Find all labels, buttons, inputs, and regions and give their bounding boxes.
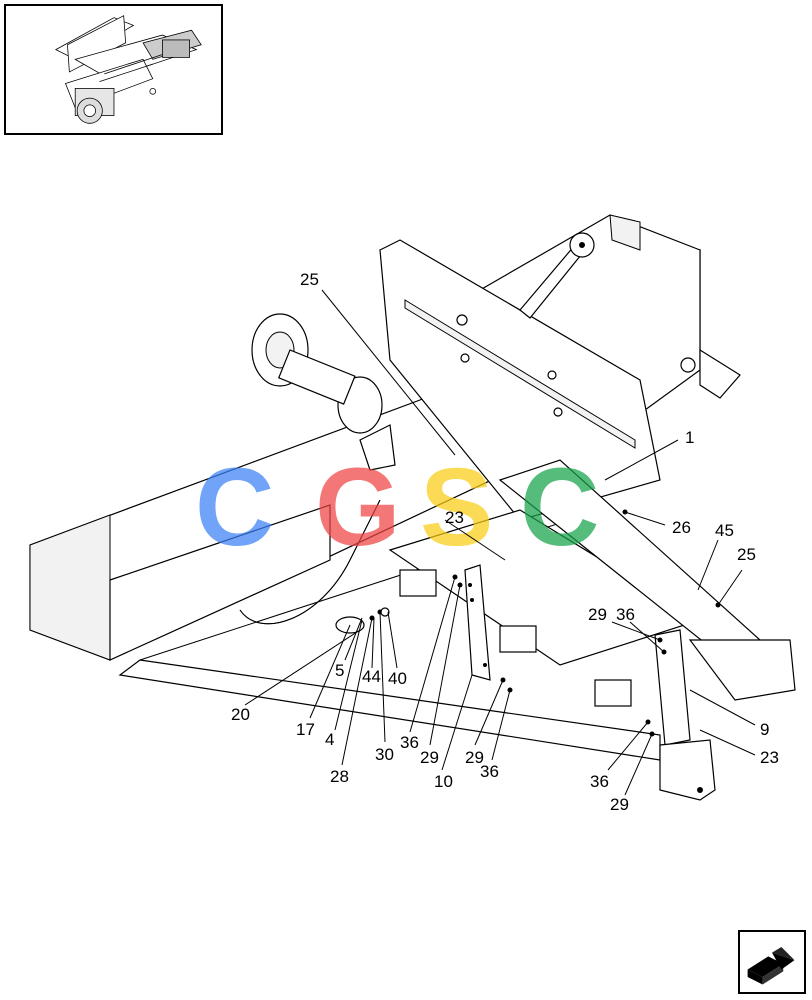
callout-20: 20	[231, 705, 250, 724]
callout-30: 30	[375, 745, 394, 764]
callout-25-top: 25	[300, 270, 319, 289]
mounting-blocks	[399, 569, 632, 707]
callout-29-right: 29	[588, 605, 607, 624]
overview-thumbnail	[4, 4, 223, 135]
next-page-button[interactable]	[738, 930, 806, 994]
callout-36-bottom-right: 36	[590, 772, 609, 791]
callout-26: 26	[672, 518, 691, 537]
watermark-letter-4: C	[520, 446, 599, 569]
callout-23-center: 23	[445, 508, 464, 527]
callout-4: 4	[325, 730, 334, 749]
callout-40: 40	[388, 669, 407, 688]
callout-36-lower: 36	[480, 762, 499, 781]
machine-overview-image	[54, 15, 202, 124]
callout-28: 28	[330, 767, 349, 786]
callout-1: 1	[685, 428, 694, 447]
callout-5: 5	[335, 661, 344, 680]
watermark: C G S C	[195, 446, 599, 569]
next-page-arrow-icon	[747, 947, 795, 985]
tailgate-panel	[379, 239, 661, 521]
watermark-letter-1: C	[195, 446, 274, 569]
callout-36-right: 36	[616, 605, 635, 624]
watermark-letter-2: G	[315, 446, 401, 569]
callout-23-right: 23	[760, 748, 779, 767]
watermark-letter-3: S	[420, 446, 493, 569]
callout-29-lower: 29	[465, 748, 484, 767]
callout-labels: 25 1 26 23 45 25 29 36 9 23 36 29 5 44 4…	[231, 270, 779, 814]
callout-17: 17	[296, 720, 315, 739]
callout-9: 9	[760, 720, 769, 739]
spring-clip	[335, 607, 390, 634]
lift-cylinder	[519, 232, 595, 319]
leader-lines	[244, 289, 756, 796]
callout-25-right: 25	[737, 545, 756, 564]
callout-29-mid: 29	[420, 748, 439, 767]
callout-44: 44	[362, 667, 381, 686]
callout-29-bottom-right: 29	[610, 795, 629, 814]
callout-10: 10	[434, 772, 453, 791]
flywheel-assembly	[251, 313, 396, 471]
bracket-9	[654, 629, 796, 801]
hose	[239, 499, 381, 625]
callout-36-mid: 36	[400, 733, 419, 752]
callout-45: 45	[715, 521, 734, 540]
side-plate-10	[464, 564, 491, 681]
